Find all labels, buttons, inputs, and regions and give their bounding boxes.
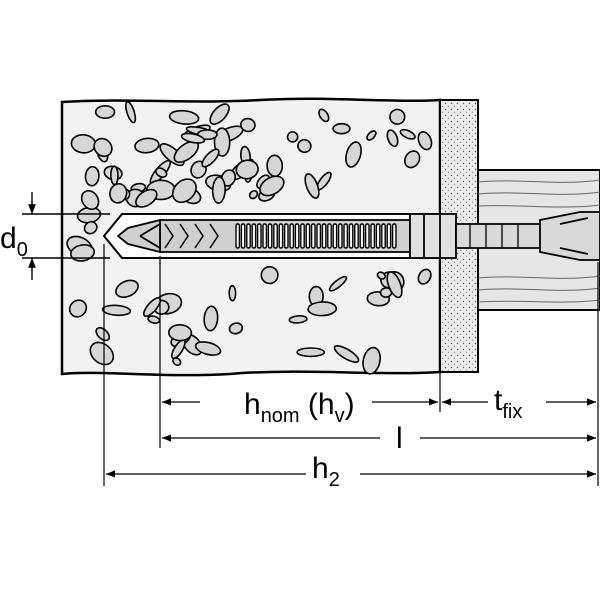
stone [386, 129, 399, 148]
stone [286, 131, 299, 143]
stone [94, 105, 116, 120]
stone [304, 173, 320, 199]
stone [84, 165, 100, 187]
stone [228, 284, 237, 302]
stone [89, 341, 115, 366]
stone [211, 176, 226, 204]
rib [246, 223, 251, 249]
anti-rotation-ribs [235, 223, 397, 249]
rib [289, 223, 295, 249]
stone [135, 188, 158, 208]
stone [297, 138, 312, 154]
stone [168, 109, 200, 125]
stone [203, 305, 219, 332]
rib [327, 223, 332, 249]
rib [300, 223, 305, 249]
stone [266, 154, 284, 178]
d0-label: d0 [0, 222, 28, 261]
stone [180, 132, 206, 144]
rib [343, 223, 349, 249]
frame-fixing [116, 211, 600, 261]
stone [328, 275, 348, 292]
stone [417, 131, 433, 151]
rib [354, 223, 359, 249]
rib [337, 223, 343, 249]
stone [376, 271, 386, 280]
stone [115, 279, 139, 299]
hnom-label: hnom (hv) [244, 388, 355, 427]
rib [386, 223, 392, 249]
rib [310, 223, 316, 249]
stone [235, 159, 259, 180]
stone [240, 117, 256, 133]
stone [332, 122, 351, 135]
stone [172, 357, 182, 367]
stone [80, 189, 100, 211]
stone [194, 341, 222, 356]
d0-dimension [22, 192, 110, 280]
stone [109, 165, 119, 186]
rib [256, 223, 262, 249]
rib [316, 223, 322, 249]
stone [201, 148, 220, 168]
rib [278, 223, 284, 249]
rib [273, 223, 278, 249]
h2-label: h2 [312, 452, 340, 491]
stone [389, 108, 406, 125]
aggregate-stones [66, 100, 433, 375]
stone [288, 315, 308, 324]
stone [248, 189, 259, 200]
rib [375, 223, 381, 249]
stone [124, 100, 137, 124]
stone [362, 346, 381, 375]
stone [404, 150, 421, 169]
rib [381, 223, 386, 249]
rib [348, 223, 354, 249]
stone [93, 137, 113, 158]
rib [251, 223, 257, 249]
stone [333, 345, 360, 363]
stone [318, 108, 330, 123]
rib [321, 223, 327, 249]
stone [154, 167, 168, 178]
stone [69, 244, 96, 262]
stone [417, 268, 432, 285]
rib [240, 223, 246, 249]
stone [296, 347, 326, 358]
rib [359, 223, 365, 249]
rib [391, 223, 397, 249]
stone [171, 178, 197, 204]
stone [95, 326, 111, 342]
rib [235, 223, 241, 249]
stone [345, 141, 362, 168]
rib [262, 223, 268, 249]
l-label: l [396, 422, 403, 455]
stone [83, 220, 98, 235]
rib [364, 223, 370, 249]
rib [267, 223, 273, 249]
rib [283, 223, 289, 249]
stone [168, 323, 193, 342]
stone [209, 103, 230, 125]
stone [399, 128, 416, 140]
stone [259, 175, 285, 197]
stone [68, 299, 88, 318]
extension-lines [103, 244, 599, 486]
stone [228, 322, 244, 335]
stone [134, 137, 160, 154]
stone [386, 271, 403, 299]
rib [305, 223, 311, 249]
stone [101, 304, 132, 317]
rib [294, 223, 300, 249]
stone [260, 266, 279, 285]
rib [370, 223, 376, 249]
stone [307, 301, 338, 317]
stone [109, 182, 128, 204]
rib [332, 223, 338, 249]
tfix-label: tfix [494, 384, 522, 423]
stone [366, 130, 377, 141]
